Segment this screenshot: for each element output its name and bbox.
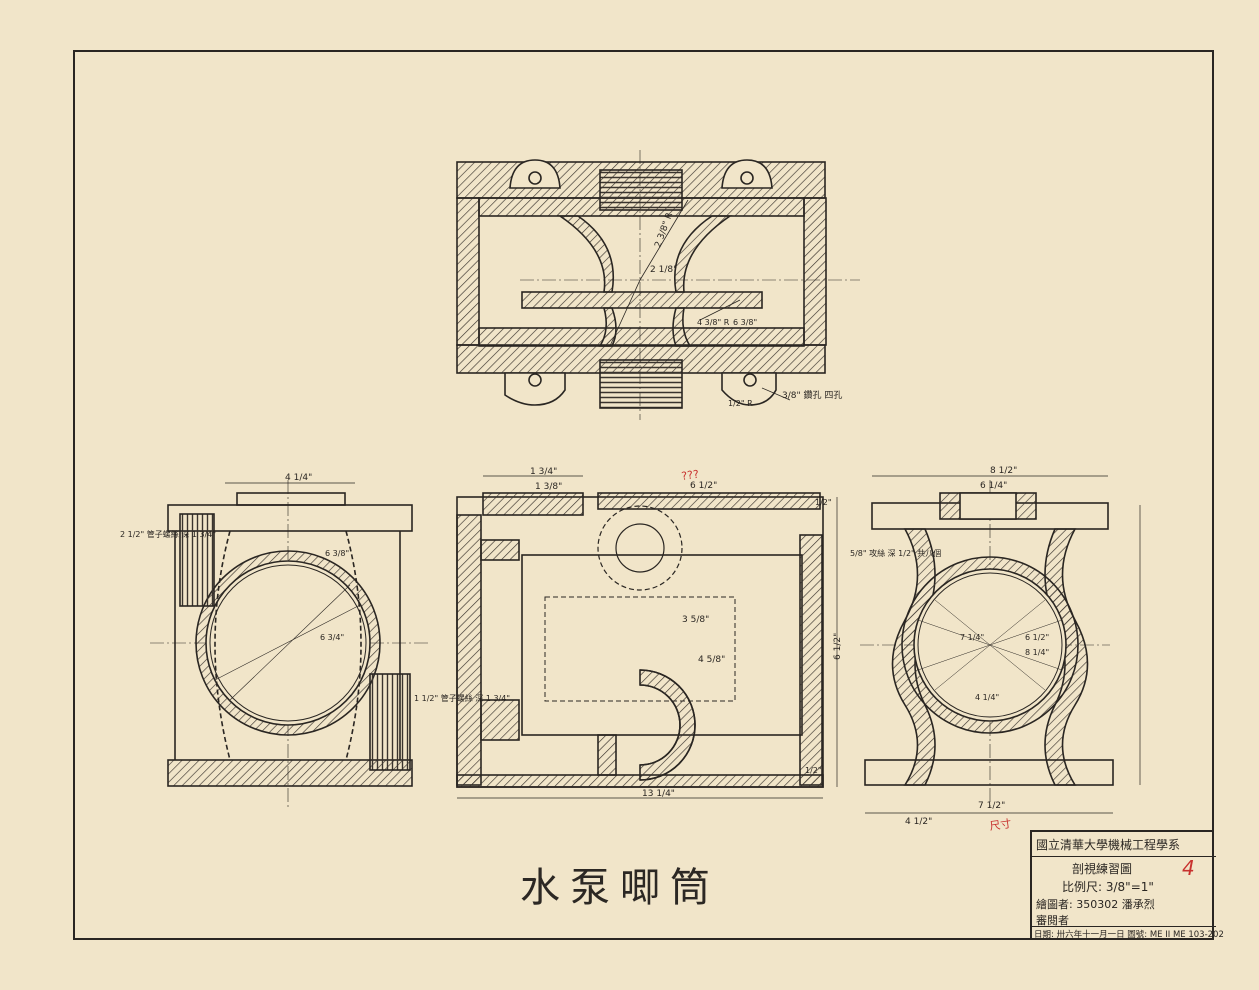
top-sectional-view <box>456 150 860 420</box>
department-name: 國立清華大學機械工程學系 <box>1036 838 1181 852</box>
title-block-divider <box>1032 856 1216 857</box>
drawn-by: 繪圖者: 350302 潘承烈 <box>1036 898 1155 911</box>
left-dim-top: 4 1/4" <box>285 473 312 483</box>
red-note-top: ??? <box>681 468 700 483</box>
left-dim-dia: 6 3/4" <box>320 633 344 642</box>
front-dim-4: 3 5/8" <box>682 615 709 625</box>
front-dim-1: 1 3/4" <box>530 467 557 477</box>
date-and-number: 日期: 卅六年十一月一日 圖號: ME II ME 103-202 <box>1034 930 1224 940</box>
border-frame <box>73 50 1214 940</box>
right-dim-b: 6 1/2" <box>1025 633 1049 642</box>
front-dim-7: 13 1/4" <box>642 789 675 799</box>
front-dim-8: 1/2" <box>805 766 822 775</box>
left-side-view <box>150 480 430 810</box>
drawing-title: 水泵唧筒 <box>520 865 720 911</box>
right-side-view <box>860 475 1141 814</box>
title-block: 國立清華大學機械工程學系 剖視練習圖 比例尺: 3/8"=1" 4 繪圖者: 3… <box>1030 830 1224 940</box>
right-dim-d: 4 1/4" <box>975 693 999 702</box>
title-block-divider <box>1032 926 1216 927</box>
right-dim-top2: 6 1/4" <box>980 481 1007 491</box>
drawing-type: 剖視練習圖 <box>1072 862 1133 876</box>
front-dim-9: 1/2" <box>815 498 832 507</box>
top-dim-w2: 6 3/8" <box>733 318 757 327</box>
right-dim-base: 7 1/2" <box>978 801 1005 811</box>
top-drill-note: 3/8" 鑽孔 四孔 <box>782 389 842 401</box>
red-note-bottom: 尺寸 <box>988 816 1012 833</box>
checked-by: 審閱者 <box>1036 914 1069 927</box>
top-dim-r1: 2 3/8" R <box>653 211 675 249</box>
front-dim-3: 6 1/2" <box>690 481 717 491</box>
right-dim-c: 8 1/4" <box>1025 648 1049 657</box>
front-dim-2: 1 3/8" <box>535 482 562 492</box>
right-dim-base2: 4 1/2" <box>905 817 932 827</box>
grade-mark: 4 <box>1182 856 1195 880</box>
scale: 比例尺: 3/8"=1" <box>1062 880 1154 894</box>
front-dim-5: 4 5/8" <box>698 655 725 665</box>
right-dim-a: 7 1/4" <box>960 633 984 642</box>
front-sectional-view <box>456 475 838 799</box>
left-dim-r: 6 3/8" <box>325 549 349 558</box>
top-dim-r2: 4 3/8" R <box>697 318 730 327</box>
right-tap-note: 5/8" 攻絲 深 1/2" 共八個 <box>850 548 941 558</box>
right-dim-top: 8 1/2" <box>990 466 1017 476</box>
front-dim-6: 6 1/2" <box>833 633 843 660</box>
top-dim-w1: 2 1/8" <box>650 265 677 275</box>
left-thread-note-1: 2 1/2" 管子螺絲 深 1 3/4" <box>120 529 216 539</box>
top-dim-r3: 1/2" R <box>728 399 753 408</box>
